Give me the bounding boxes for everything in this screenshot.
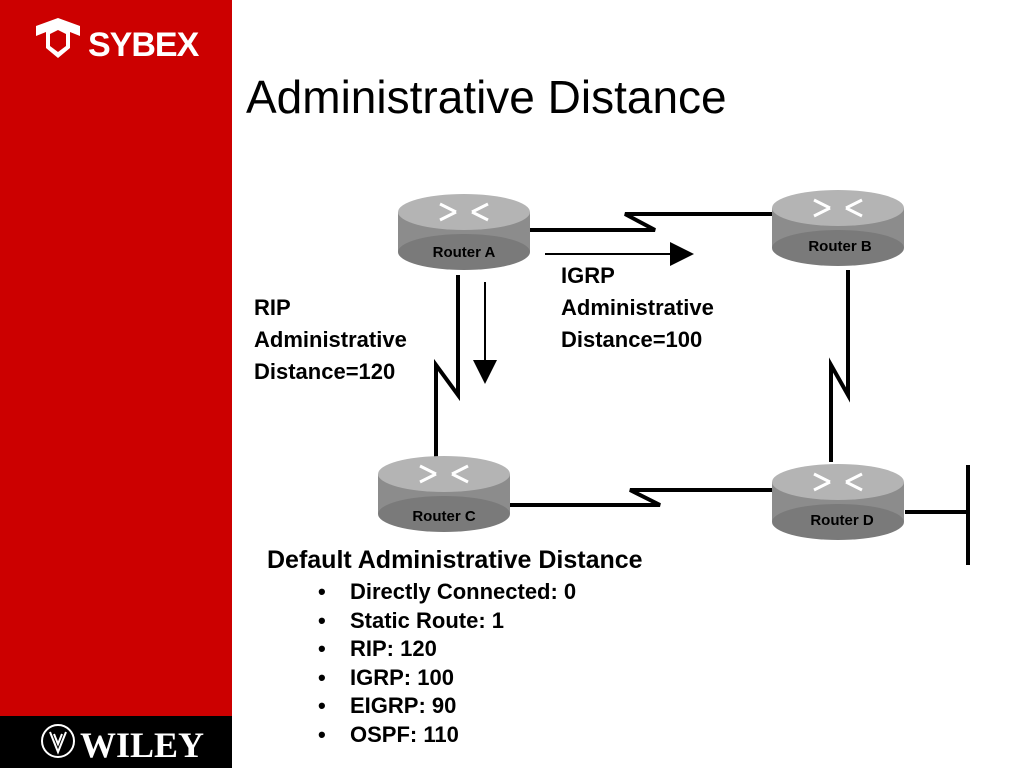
list-item: OSPF: 110 bbox=[318, 721, 576, 750]
router-d-label: Router D bbox=[810, 512, 874, 529]
page-title: Administrative Distance bbox=[246, 71, 727, 123]
sybex-brand-text: SYBEX bbox=[88, 26, 199, 64]
router-d[interactable]: Router D bbox=[772, 464, 904, 540]
router-a-label: Router A bbox=[433, 244, 496, 261]
igrp-distance-label: IGRP Administrative Distance=100 bbox=[561, 263, 714, 352]
link-a-c bbox=[434, 275, 460, 462]
list-item: RIP: 120 bbox=[318, 635, 576, 664]
sidebar-band: SYBEX bbox=[0, 0, 232, 716]
list-item: Directly Connected: 0 bbox=[318, 578, 576, 607]
footer-brand-band bbox=[0, 716, 232, 768]
list-item: EIGRP: 90 bbox=[318, 692, 576, 721]
wiley-brand-text: WILEY bbox=[80, 725, 205, 765]
router-b[interactable]: Router B bbox=[772, 190, 904, 266]
defaults-heading: Default Administrative Distance bbox=[267, 546, 643, 574]
router-c[interactable]: Router C bbox=[378, 456, 510, 532]
link-a-b bbox=[530, 212, 775, 232]
link-d-ethernet bbox=[905, 465, 970, 565]
router-arrows-icon bbox=[439, 202, 489, 222]
link-c-d bbox=[510, 488, 775, 507]
list-item: IGRP: 100 bbox=[318, 664, 576, 693]
sybex-logo-icon bbox=[36, 18, 80, 58]
list-item: Static Route: 1 bbox=[318, 607, 576, 636]
wiley-seal-icon bbox=[41, 724, 75, 758]
router-b-label: Router B bbox=[808, 238, 872, 255]
link-b-d bbox=[829, 270, 850, 462]
router-arrows-icon bbox=[419, 464, 469, 484]
defaults-list: Directly Connected: 0 Static Route: 1 RI… bbox=[318, 578, 576, 749]
router-arrows-icon bbox=[813, 198, 863, 218]
router-arrows-icon bbox=[813, 472, 863, 492]
router-a[interactable]: Router A bbox=[398, 194, 530, 270]
router-c-label: Router C bbox=[412, 508, 476, 525]
rip-distance-label: RIP Administrative Distance=120 bbox=[254, 295, 407, 384]
